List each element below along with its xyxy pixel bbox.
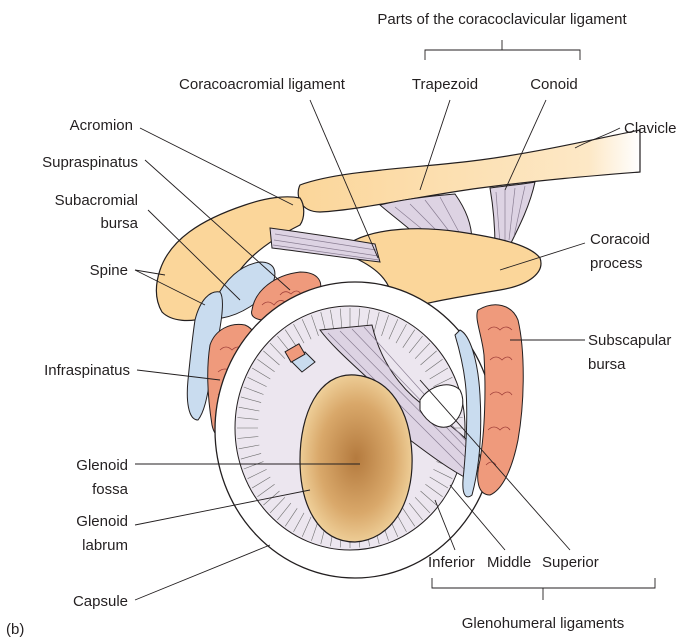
label-glenoid-fossa-line1: Glenoid [76,457,128,474]
label-clavicle: Clavicle [624,120,677,137]
label-glenohumeral-ligaments: Glenohumeral ligaments [462,615,625,632]
clavicle-bone [298,130,640,212]
label-infraspinatus: Infraspinatus [44,362,130,379]
label-subacromial-bursa-line1: Subacromial [55,192,138,209]
label-inferior: Inferior [428,554,475,571]
label-superior: Superior [542,554,599,571]
label-glenoid-labrum-line2: labrum [82,537,128,554]
label-capsule: Capsule [73,593,128,610]
glenoid-fossa [300,375,412,542]
label-coracoclavicular-header: Parts of the coracoclavicular ligament [377,11,627,28]
label-spine: Spine [90,262,128,279]
label-coracoid-process-line2: process [590,255,643,272]
label-subscapular-bursa-line1: Subscapular [588,332,671,349]
label-subscapular-bursa-line2: bursa [588,356,626,373]
label-supraspinatus: Supraspinatus [42,154,138,171]
label-subacromial-bursa-line2: bursa [100,215,138,232]
label-acromion: Acromion [70,117,133,134]
label-trapezoid: Trapezoid [412,76,478,93]
label-conoid: Conoid [530,76,578,93]
label-coracoacromial-ligament: Coracoacromial ligament [179,76,346,93]
label-glenoid-fossa-line2: fossa [92,481,129,498]
label-panel-b: (b) [6,621,24,638]
label-coracoid-process-line1: Coracoid [590,231,650,248]
label-middle: Middle [487,554,531,571]
label-glenoid-labrum-line1: Glenoid [76,513,128,530]
coracoacromial-ligament [270,228,380,262]
